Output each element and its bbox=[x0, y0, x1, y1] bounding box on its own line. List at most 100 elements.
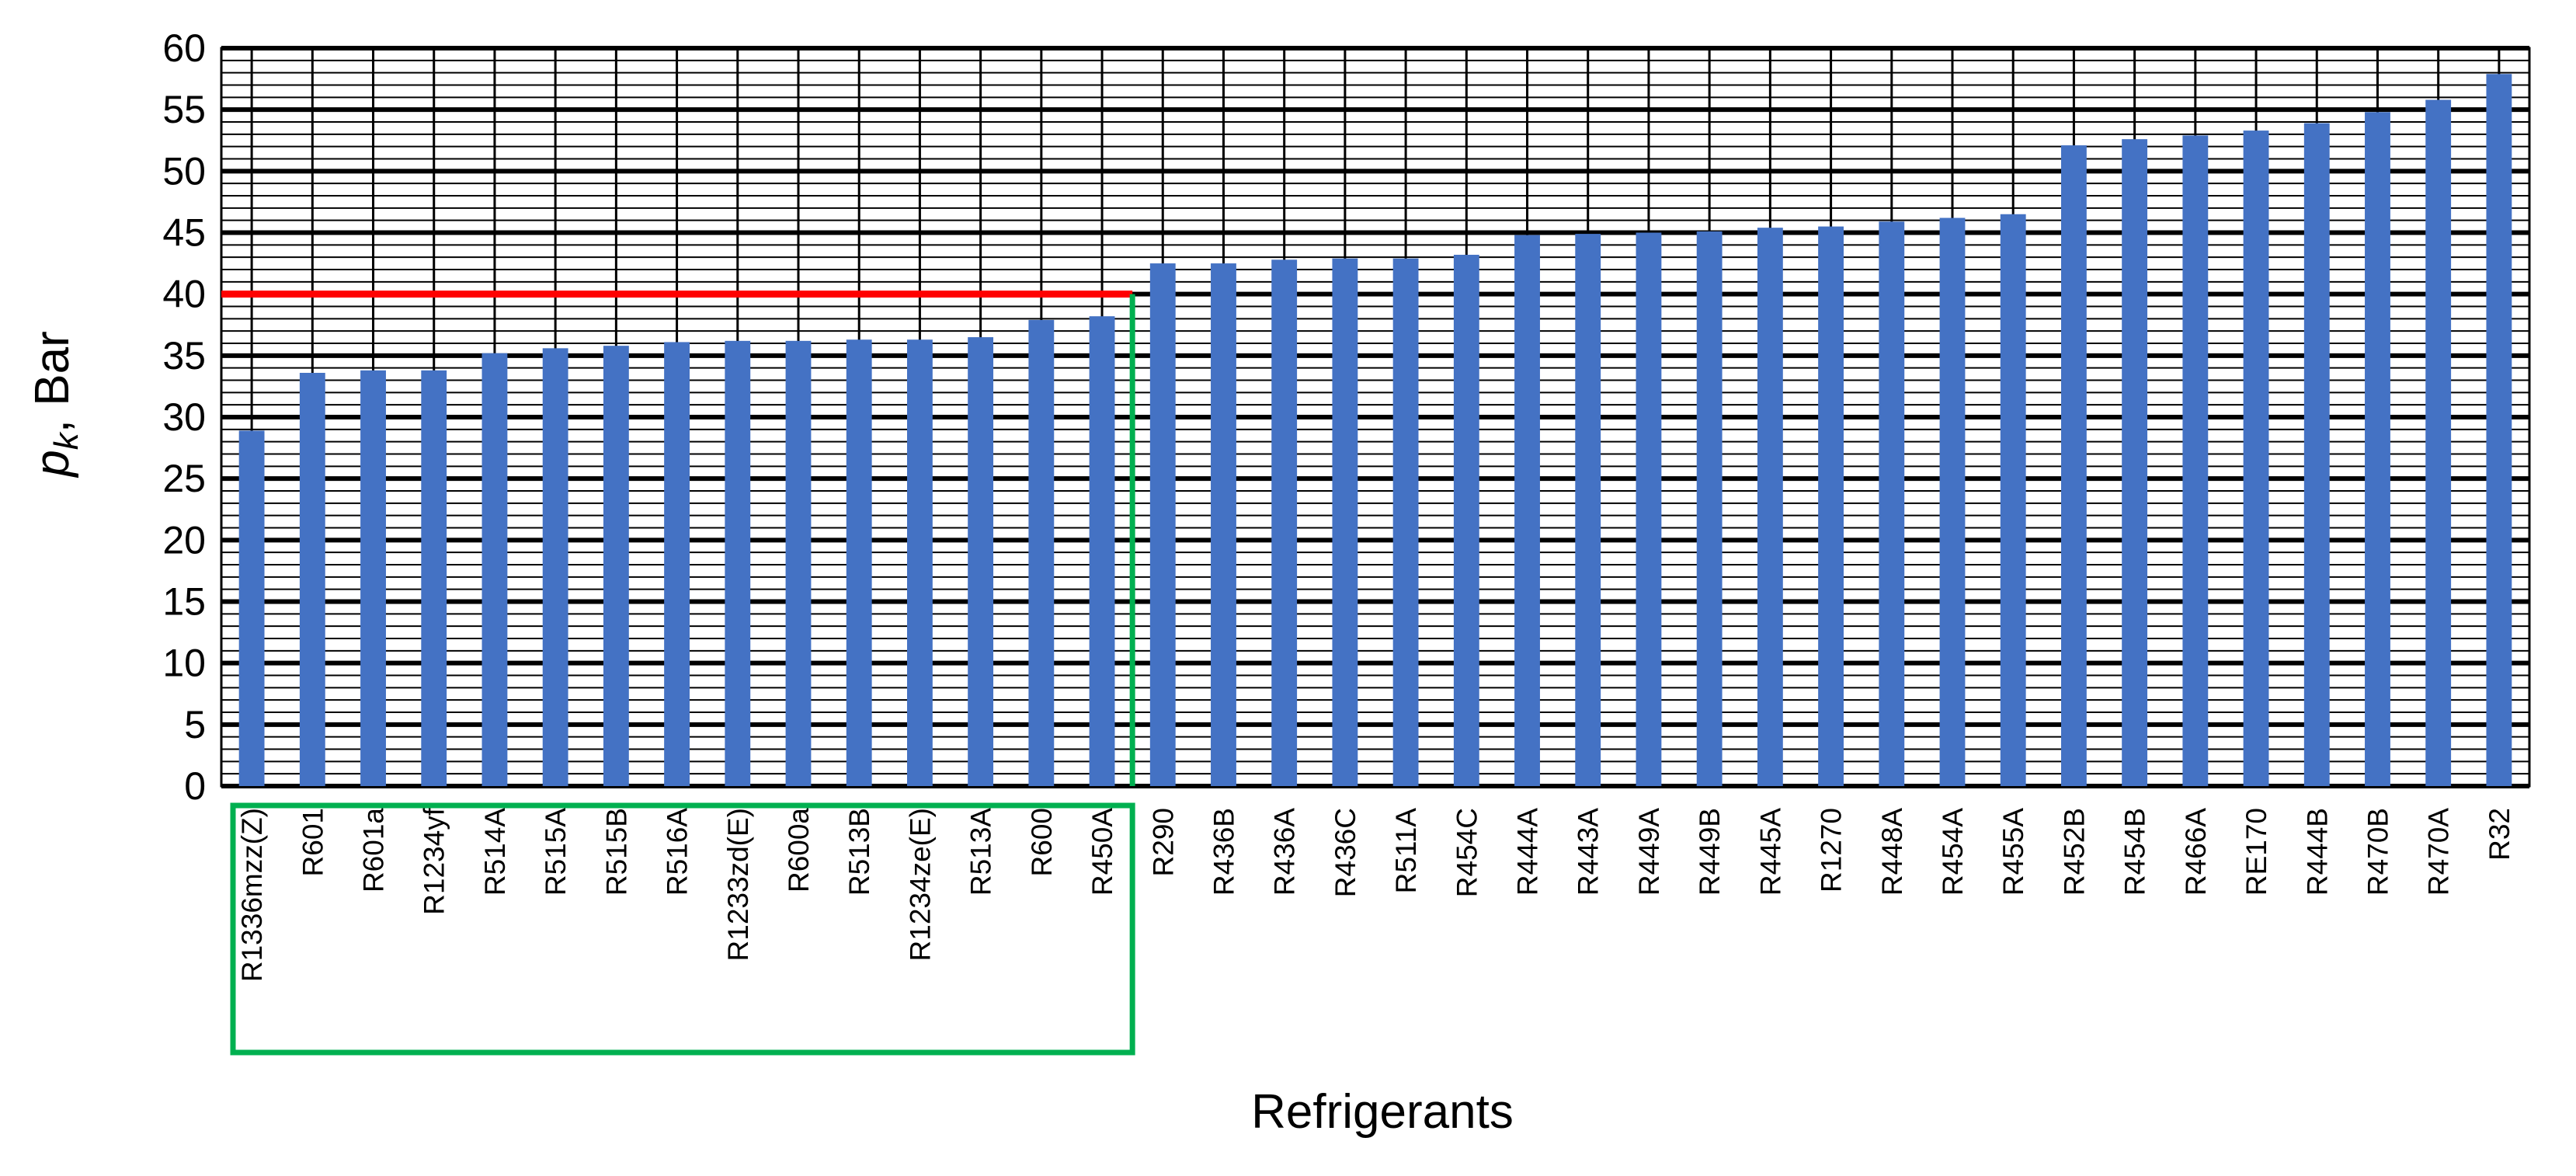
x-tick-label: R1234ze(E) bbox=[904, 808, 936, 961]
x-tick-label: R514A bbox=[479, 808, 511, 896]
x-tick-label: R515A bbox=[540, 808, 572, 896]
bar-r436a bbox=[1271, 259, 1298, 786]
bar-r443a bbox=[1575, 234, 1601, 786]
bar-r600a bbox=[785, 340, 812, 786]
x-tick-label: R455A bbox=[1997, 808, 2029, 896]
x-tick-label: R600 bbox=[1026, 808, 1058, 876]
x-tick-label: R449B bbox=[1694, 808, 1726, 896]
x-tick-label: R449A bbox=[1633, 808, 1665, 896]
y-tick-label: 20 bbox=[162, 518, 206, 562]
y-tick-label: 30 bbox=[162, 395, 206, 439]
x-tick-label: R444B bbox=[2301, 808, 2333, 896]
bar-r454a bbox=[1939, 217, 1966, 786]
y-tick-label: 60 bbox=[162, 26, 206, 70]
y-tick-label: 5 bbox=[184, 703, 206, 746]
y-axis-title: pk, Bar bbox=[26, 331, 85, 478]
x-tick-label: R454B bbox=[2119, 808, 2151, 896]
x-tick-label: R290 bbox=[1147, 808, 1179, 876]
bar-layer bbox=[238, 74, 2512, 787]
x-tick-label: R452B bbox=[2058, 808, 2090, 896]
x-tick-label: R450A bbox=[1086, 808, 1118, 896]
x-tick-label: RE170 bbox=[2241, 808, 2272, 896]
x-tick-label: R445A bbox=[1754, 808, 1786, 896]
x-tick-label: R1270 bbox=[1816, 808, 1848, 892]
x-tick-label: R1234yf bbox=[419, 807, 450, 915]
bar-r436b bbox=[1211, 263, 1236, 786]
bar-r1234ze(e) bbox=[906, 339, 933, 786]
bar-r436c bbox=[1332, 258, 1358, 786]
bar-r1336mzz(z) bbox=[238, 430, 265, 786]
x-tick-label: R436A bbox=[1269, 808, 1301, 896]
bar-re170 bbox=[2243, 130, 2269, 787]
x-tick-label: R515B bbox=[600, 808, 632, 896]
x-tick-label: R443A bbox=[1573, 808, 1604, 896]
x-tick-label: R516A bbox=[662, 808, 694, 896]
bar-r444b bbox=[2303, 123, 2330, 787]
bar-r514a bbox=[481, 353, 508, 787]
bar-r470a bbox=[2425, 99, 2452, 786]
y-tick-label: 40 bbox=[162, 273, 206, 316]
bar-r513b bbox=[846, 339, 872, 786]
bar-r452b bbox=[2060, 145, 2087, 787]
x-tick-label: R32 bbox=[2484, 808, 2515, 861]
y-tick-label: 35 bbox=[162, 334, 206, 378]
y-axis-title-symbol: p bbox=[26, 450, 79, 478]
bar-r445a bbox=[1757, 228, 1783, 787]
bar-r1233zd(e) bbox=[725, 340, 751, 786]
x-tick-label: R601 bbox=[297, 808, 329, 876]
bar-r600 bbox=[1028, 319, 1055, 787]
annotation-layer bbox=[221, 291, 1135, 1056]
bar-r511a bbox=[1392, 258, 1419, 786]
x-tick-label: R470B bbox=[2362, 808, 2393, 896]
x-tick-label: R448A bbox=[1876, 808, 1908, 896]
x-tick-label: R511A bbox=[1390, 808, 1422, 894]
bar-r466a bbox=[2182, 135, 2209, 786]
x-tick-label: R436C bbox=[1330, 808, 1361, 897]
x-tick-label: R513B bbox=[843, 808, 875, 896]
bar-r450a bbox=[1089, 316, 1115, 787]
bar-r454b bbox=[2122, 139, 2148, 786]
y-tick-label: 50 bbox=[162, 149, 206, 193]
bar-r1270 bbox=[1818, 226, 1844, 786]
bar-r32 bbox=[2486, 74, 2512, 786]
x-tick-label: R436B bbox=[1208, 808, 1239, 896]
x-tick-label: R454C bbox=[1451, 808, 1483, 897]
y-axis-title-subscript: k bbox=[47, 431, 85, 450]
bar-r601 bbox=[299, 373, 325, 786]
bar-r515b bbox=[603, 346, 629, 787]
y-tick-label: 55 bbox=[162, 88, 206, 131]
x-tick-label: R454A bbox=[1937, 808, 1969, 896]
bar-r448a bbox=[1879, 221, 1905, 786]
bar-r455a bbox=[2000, 214, 2026, 786]
bar-r449b bbox=[1696, 231, 1723, 787]
y-axis-title-unit: , Bar bbox=[26, 331, 79, 433]
x-tick-label: R601a bbox=[358, 808, 390, 892]
x-tick-label: R444A bbox=[1512, 808, 1544, 896]
y-tick-label: 0 bbox=[184, 764, 206, 808]
bar-r1234yf bbox=[421, 370, 447, 786]
bar-r290 bbox=[1149, 263, 1176, 786]
bar-r513a bbox=[968, 337, 994, 786]
bar-r470b bbox=[2365, 112, 2390, 787]
plot-area-border bbox=[220, 47, 2531, 788]
x-tick-label: R466A bbox=[2180, 808, 2212, 896]
x-tick-label: R470A bbox=[2423, 808, 2455, 896]
bar-r444a bbox=[1514, 235, 1540, 787]
y-tick-label: 25 bbox=[162, 457, 206, 500]
y-tick-label: 10 bbox=[162, 642, 206, 685]
bar-r449a bbox=[1636, 232, 1662, 786]
y-tick-label: 15 bbox=[162, 580, 206, 624]
highlight-box bbox=[230, 802, 1135, 1056]
x-tick-label: R1233zd(E) bbox=[722, 808, 754, 961]
bar-r516a bbox=[664, 342, 690, 787]
bar-r601a bbox=[360, 370, 386, 786]
x-axis-title: Refrigerants bbox=[1251, 1085, 1514, 1139]
x-tick-label: R513A bbox=[965, 808, 997, 896]
bar-r454c bbox=[1453, 255, 1479, 786]
x-tick-label: R1336mzz(Z) bbox=[236, 808, 268, 982]
x-tick-label: R600a bbox=[783, 808, 815, 892]
y-tick-label: 45 bbox=[162, 211, 206, 255]
